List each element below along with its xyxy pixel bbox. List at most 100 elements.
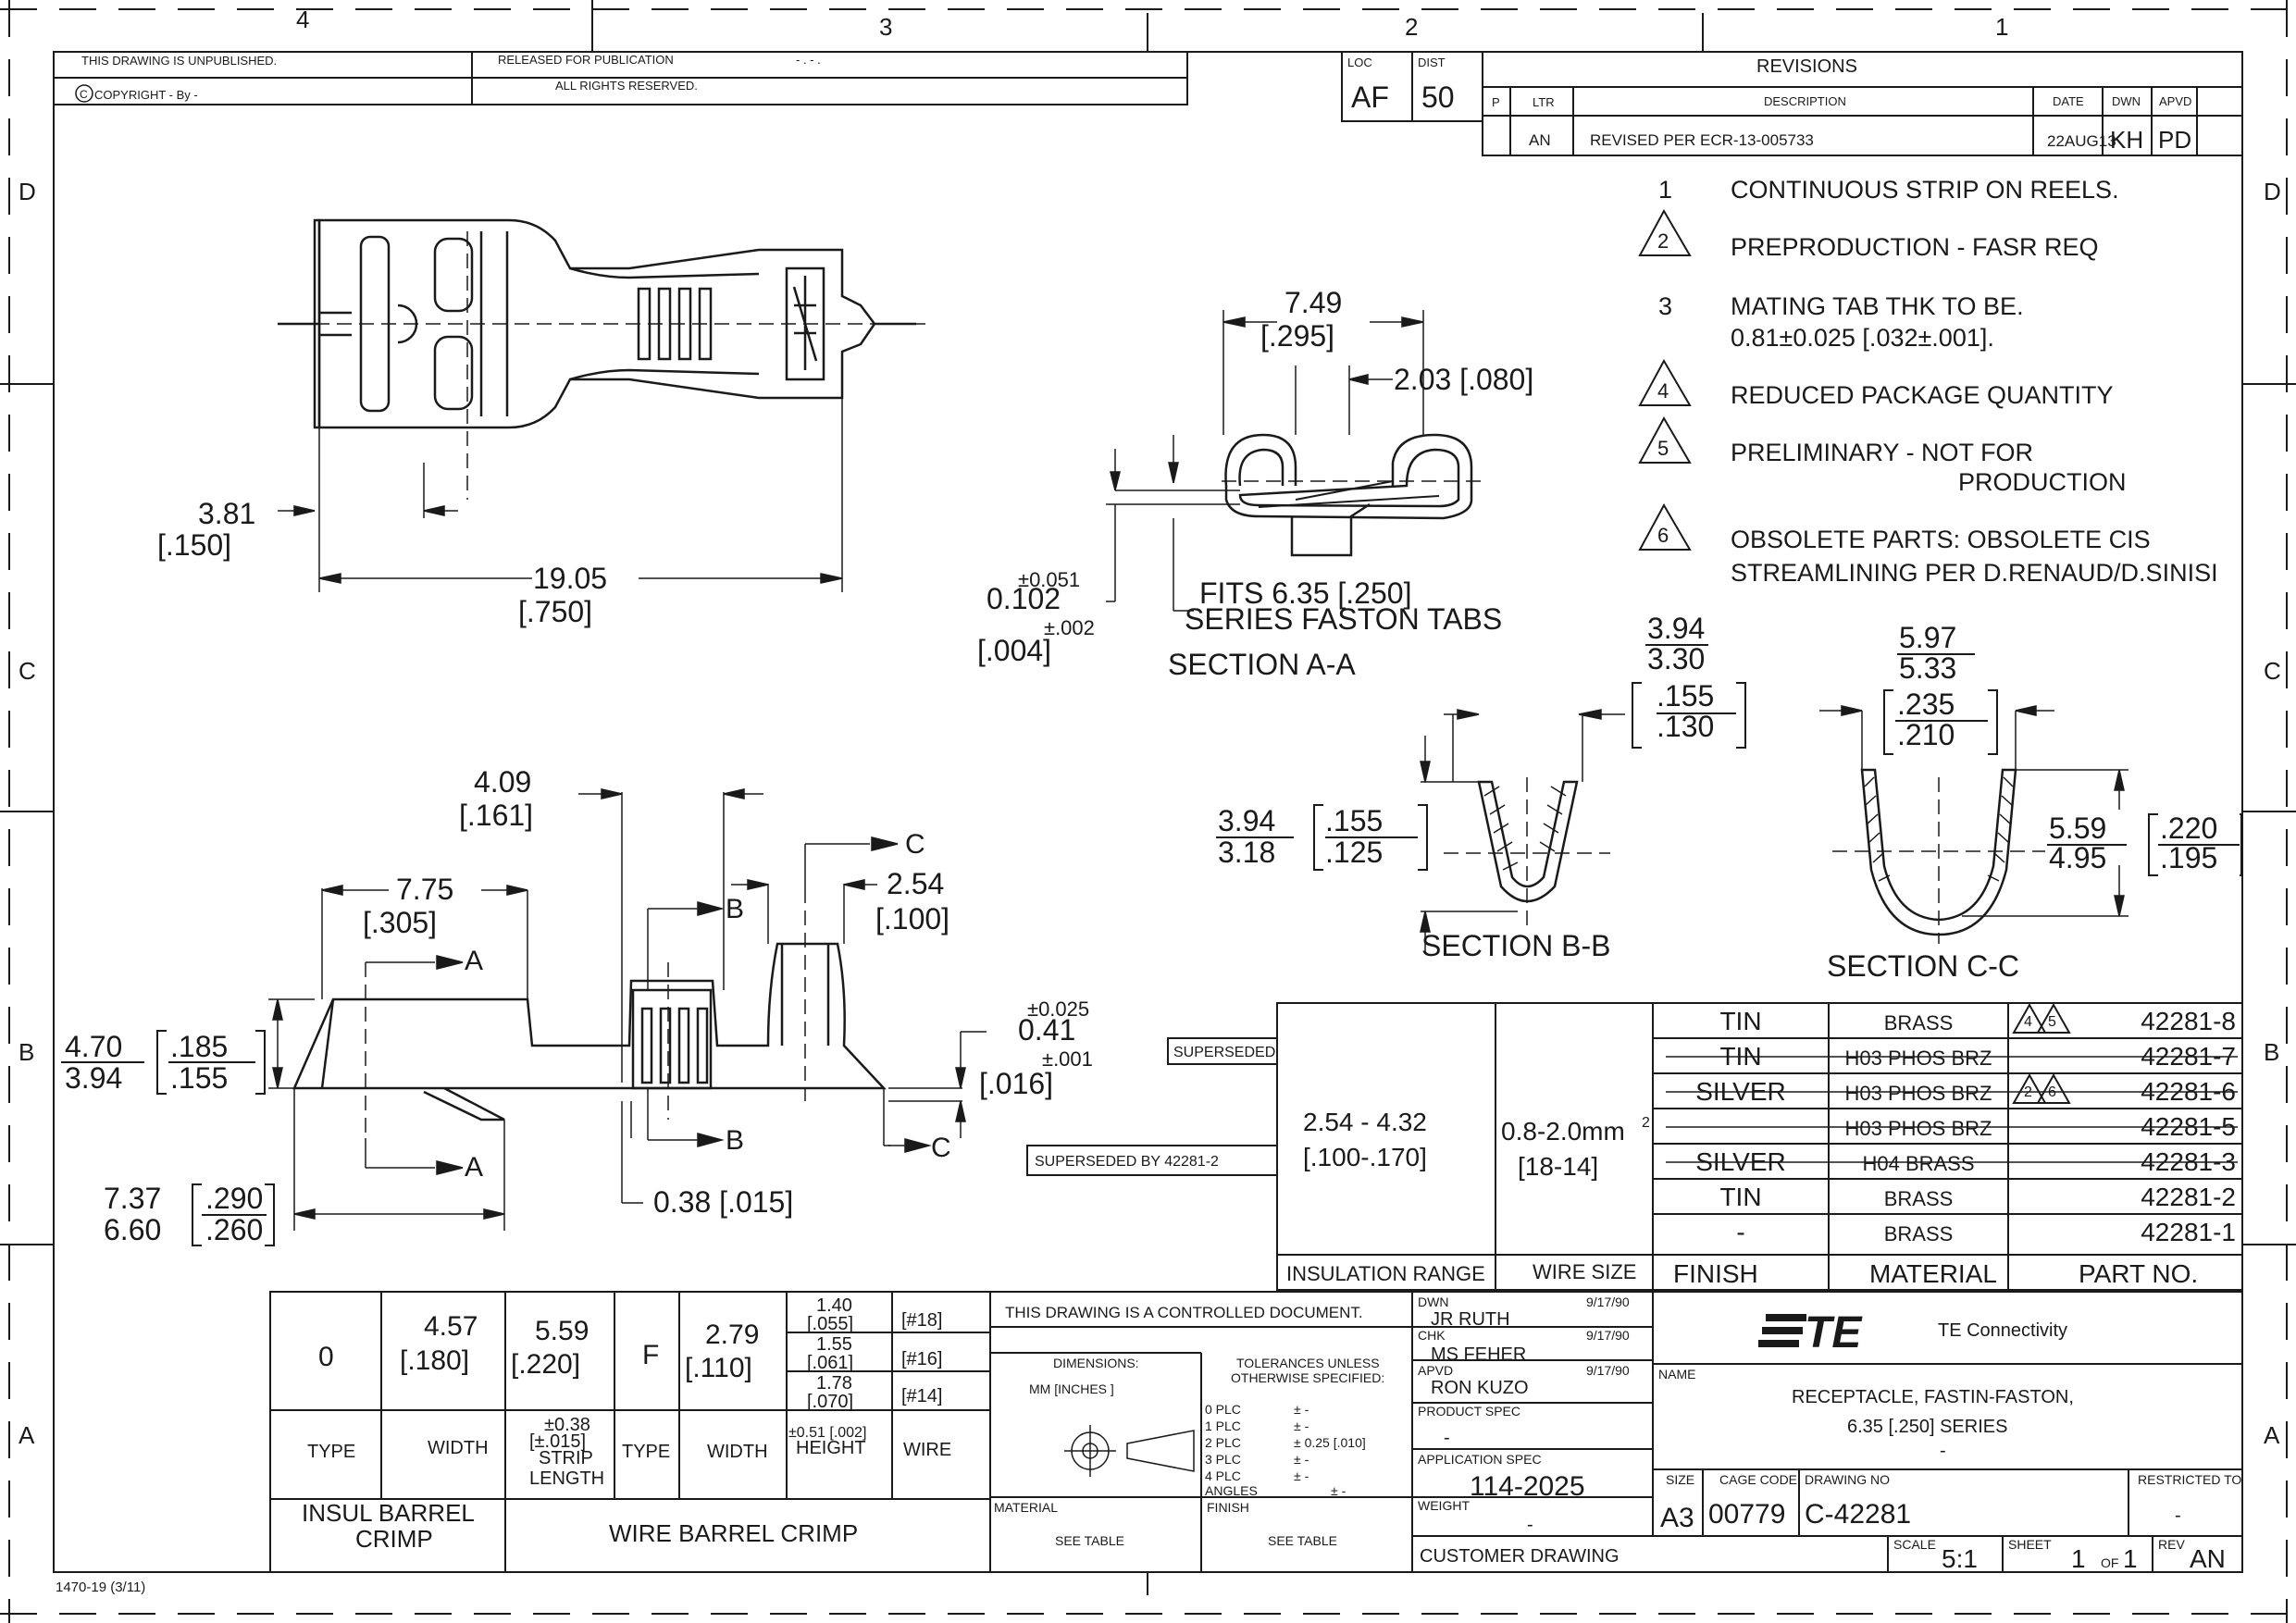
chk-value: MS FEHER [1431, 1344, 1526, 1365]
restricted-value: - [2175, 1505, 2181, 1526]
apvd-label: APVD [1418, 1363, 1453, 1378]
section-bb-drawing [1477, 780, 1579, 903]
cc-top-1-in: .235 [1897, 688, 1955, 721]
crimp-w1-in: [.180] [400, 1345, 469, 1376]
wire-size: 0.8-2.0mm [1501, 1117, 1625, 1146]
parts-row-material: BRASS [1884, 1011, 1954, 1035]
crimp-sl: 5.59 [535, 1316, 589, 1346]
side-section-b-bot: B [726, 1125, 744, 1156]
crimp-h2: 1.55 [816, 1334, 852, 1355]
cage-label: CAGE CODE [1719, 1472, 1797, 1487]
plc-4: 4 PLC [1205, 1468, 1241, 1483]
cc-h-1: 5.59 [2049, 812, 2106, 845]
crimp-hdr-sl-tol: ±0.38 [544, 1415, 590, 1435]
aa-fits-1: FITS 6.35 [.250] [1199, 576, 1411, 610]
rev-value: AN [2190, 1544, 2226, 1573]
side-thk-tol: ±0.025 [1027, 997, 1089, 1021]
crimp-awg1: [#18] [901, 1310, 942, 1331]
note-6-num: 6 [1657, 524, 1669, 547]
note-3-text: MATING TAB THK TO BE. [1731, 292, 2024, 320]
crimp-h3-in: [.070] [807, 1392, 853, 1412]
cage-value: 00779 [1708, 1499, 1785, 1530]
note-2-triangle-icon [1638, 208, 1692, 256]
bb-title: SECTION B-B [1421, 929, 1610, 962]
aa-dim-749-in: [.295] [1260, 319, 1334, 353]
crimp-hdr-sl-tol-in: [±.015] [529, 1431, 586, 1452]
release-date: - . - . [796, 53, 821, 67]
crimp-hdr-wire: WIRE [903, 1440, 951, 1460]
dist-label: DIST [1418, 56, 1446, 69]
hdr-ins: INSULATION RANGE [1286, 1262, 1485, 1285]
side-l-1-in: .290 [205, 1182, 263, 1215]
top-dim-1905: 19.05 [533, 562, 607, 595]
crimp-awg2: [#16] [901, 1349, 942, 1369]
crimp-h2-in: [.061] [807, 1353, 853, 1373]
copyright-label: COPYRIGHT - By - [94, 88, 198, 102]
rights-label: ALL RIGHTS RESERVED. [555, 79, 698, 93]
note-5-num: 5 [1657, 437, 1669, 460]
parts-row-part: 42281-8 [2141, 1007, 2236, 1035]
rev-apvd: PD [2158, 126, 2191, 154]
crimp-w1: 4.57 [424, 1311, 478, 1342]
finish-value: SEE TABLE [1268, 1533, 1337, 1548]
sheet-label: SHEET [2008, 1537, 2052, 1552]
crimp-hdr-strip: STRIP [539, 1448, 593, 1468]
wire-sup: 2 [1642, 1115, 1650, 1131]
aspec-value: 114-2025 [1470, 1471, 1585, 1502]
rev-date: 22AUG13 [2047, 132, 2116, 150]
note-6-text: OBSOLETE PARTS: OBSOLETE CIS [1731, 526, 2151, 553]
aa-thk: 0.102 [987, 582, 1061, 615]
side-dim-775-in: [.305] [363, 906, 437, 939]
plcv-1: ± - [1294, 1419, 1309, 1433]
aa-thk-tol: ±0.051 [1018, 568, 1080, 591]
plc-3: 3 PLC [1205, 1452, 1241, 1467]
zone-top-1: 1 [1995, 13, 2008, 41]
parts-row-finish: - [1736, 1218, 1744, 1246]
parts-row-finish: TIN [1719, 1183, 1761, 1211]
zone-left-c: C [19, 657, 36, 685]
top-dim-381: 3.81 [198, 497, 255, 530]
te-logo-text: TE [1805, 1308, 1863, 1357]
name-1: RECEPTACLE, FASTIN-FASTON, [1792, 1387, 2074, 1407]
side-dim-409: 4.09 [474, 765, 531, 799]
plc-1: 1 PLC [1205, 1419, 1241, 1433]
customer-drawing: CUSTOMER DRAWING [1420, 1546, 1620, 1567]
section-aa-drawing [1224, 433, 1473, 557]
note-5-text2: PRODUCTION [1958, 468, 2127, 496]
side-l-2: 6.60 [104, 1213, 161, 1246]
sheet-of: OF [2101, 1555, 2118, 1570]
chk-date: 9/17/90 [1586, 1328, 1630, 1343]
bb-top-2: 3.30 [1647, 642, 1705, 675]
side-h-1-in: .185 [170, 1030, 228, 1063]
name-label: NAME [1658, 1367, 1695, 1381]
note-3-num: 3 [1658, 292, 1672, 320]
company-name: TE Connectivity [1938, 1320, 2067, 1341]
parts-table [1026, 1002, 2243, 1291]
cc-top-1: 5.97 [1899, 621, 1956, 654]
dwn-value: JR RUTH [1431, 1309, 1510, 1330]
side-section-a-top: A [465, 946, 483, 976]
parts-row-material: H03 PHOS BRZ [1845, 1047, 1992, 1070]
plc-angles: ANGLES [1205, 1483, 1258, 1498]
cc-top-2-in: .210 [1897, 718, 1955, 751]
dims-label: DIMENSIONS: [1053, 1356, 1139, 1370]
top-dim-381-in: [.150] [157, 528, 231, 562]
plc-2: 2 PLC [1205, 1435, 1241, 1450]
size-label: SIZE [1666, 1472, 1694, 1487]
crimp-hdr-type2: TYPE [622, 1442, 670, 1462]
crimp-h1: 1.40 [816, 1295, 852, 1316]
parts-row-material: H04 BRASS [1862, 1152, 1974, 1175]
side-thk-in: [.016] [979, 1067, 1053, 1100]
rev-desc: REVISED PER ECR-13-005733 [1590, 131, 1814, 149]
wire-awg: [18-14] [1518, 1152, 1598, 1181]
projection-symbol-icon [1064, 1425, 1195, 1477]
zone-top-3: 3 [879, 13, 892, 41]
side-h-1: 4.70 [65, 1030, 122, 1063]
crimp-hdr-type: TYPE [307, 1442, 355, 1462]
bb-h-1: 3.94 [1218, 804, 1275, 837]
bb-h-1-in: .155 [1325, 804, 1383, 837]
crimp-insul-1: INSUL BARREL [302, 1499, 475, 1527]
revisions-title: REVISIONS [1756, 56, 1857, 77]
note-6-text2: STREAMLINING PER D.RENAUD/D.SINISI [1731, 559, 2218, 587]
